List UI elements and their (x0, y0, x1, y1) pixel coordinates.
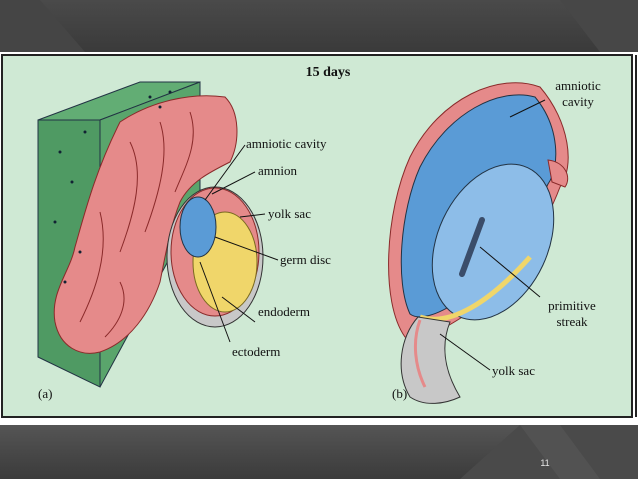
label-yolk-sac-a: yolk sac (268, 206, 311, 221)
label-streak-line2: streak (556, 314, 588, 329)
figure-title: 15 days (306, 65, 351, 80)
top-band (0, 0, 638, 52)
embryo-diagram: 15 days (0, 52, 638, 425)
label-amniotic-b-line2: cavity (562, 94, 594, 109)
panel-b-tag: (b) (392, 386, 407, 401)
label-endoderm: endoderm (258, 304, 310, 319)
bottom-band (0, 425, 638, 479)
label-primitive-line1: primitive (548, 298, 596, 313)
primitive-streak-mark (459, 217, 485, 277)
label-yolk-sac-b: yolk sac (492, 363, 535, 378)
panel-a: amniotic cavity amnion yolk sac germ dis… (37, 81, 331, 401)
slide-frame: 15 days (0, 52, 638, 425)
panel-b: amniotic cavity primitive streak yolk sa… (388, 78, 601, 404)
label-germ-disc: germ disc (280, 252, 331, 267)
slide-number: 11 (540, 458, 550, 468)
label-amniotic-cavity-a: amniotic cavity (246, 136, 327, 151)
label-amniotic-b-line1: amniotic (555, 78, 601, 93)
panel-a-tag: (a) (38, 386, 52, 401)
label-ectoderm: ectoderm (232, 344, 280, 359)
label-amnion: amnion (258, 163, 297, 178)
